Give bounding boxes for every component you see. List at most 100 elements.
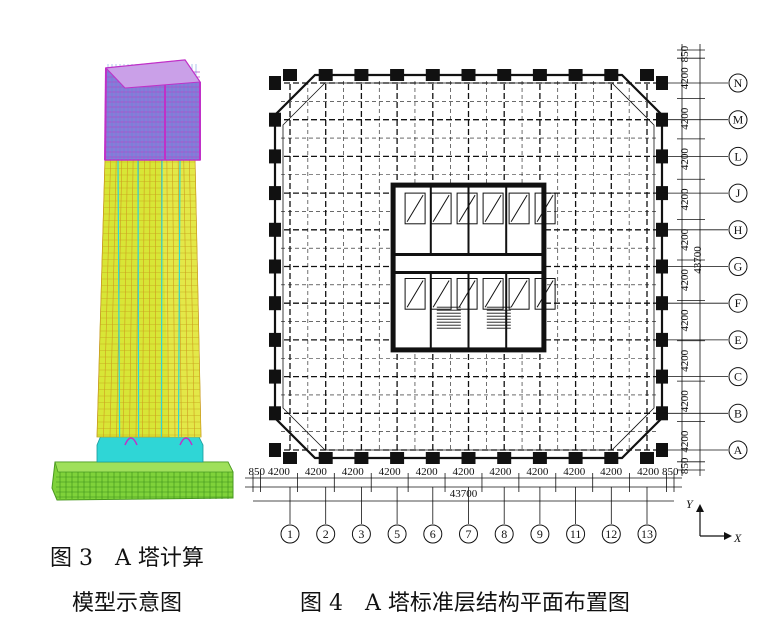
bottom-dim-11: 4200 <box>637 466 660 478</box>
column-axis-label-12: 12 <box>605 527 617 541</box>
column-axis-bubble-1 <box>280 524 300 544</box>
column-bottom-9 <box>604 452 619 464</box>
bottom-dim-4: 4200 <box>379 466 402 478</box>
row-axis-label-E: E <box>734 333 741 347</box>
row-axis-bubble-H <box>728 220 748 240</box>
right-dim-2: 4200 <box>679 107 691 130</box>
right-dim-9: 4200 <box>679 390 691 413</box>
column-left-4 <box>269 222 281 237</box>
column-left-5 <box>269 259 281 274</box>
column-bottom-6 <box>497 452 512 464</box>
bottom-dim-6: 4200 <box>453 466 476 478</box>
column-left-1 <box>269 112 281 127</box>
bottom-total-dim: 43700 <box>450 488 478 500</box>
column-axis-label-3: 3 <box>358 527 364 541</box>
column-top-6 <box>497 69 512 81</box>
column-axis-bubble-9 <box>530 524 550 544</box>
column-left-9 <box>269 406 281 421</box>
row-axis-bubble-E <box>728 330 748 350</box>
column-bottom-1 <box>318 452 333 464</box>
column-top-9 <box>604 69 619 81</box>
column-axis-label-11: 11 <box>570 527 582 541</box>
right-dim-1: 4200 <box>679 67 691 90</box>
column-axis-bubble-2 <box>316 524 336 544</box>
right-total-dim: 43700 <box>692 246 704 274</box>
column-bottom-8 <box>568 452 583 464</box>
column-axis-bubble-8 <box>494 524 514 544</box>
coordinate-axes-symbol: XY <box>686 497 742 545</box>
row-axis-label-N: N <box>734 76 743 90</box>
slab-inner-edge <box>282 82 655 451</box>
column-axis-label-6: 6 <box>430 527 436 541</box>
column-left-10 <box>269 443 281 457</box>
right-dim-5: 4200 <box>679 228 691 251</box>
column-axis-bubble-11 <box>566 524 586 544</box>
row-axis-bubble-N <box>728 73 748 93</box>
column-top-3 <box>390 69 405 81</box>
row-axis-bubble-G <box>728 257 748 276</box>
column-left-7 <box>269 332 281 347</box>
column-bottom-0 <box>283 452 297 464</box>
column-bottom-10 <box>640 452 654 464</box>
column-bottom-2 <box>354 452 369 464</box>
column-left-2 <box>269 149 281 164</box>
column-axis-bubble-13 <box>637 524 657 544</box>
column-top-7 <box>532 69 547 81</box>
bottom-dim-7: 4200 <box>489 466 512 478</box>
tower-roof <box>104 59 201 89</box>
column-axis-bubble-3 <box>351 524 371 544</box>
axis-y-label: Y <box>686 497 694 511</box>
row-axis-label-M: M <box>733 113 744 127</box>
column-bottom-7 <box>532 452 547 464</box>
bottom-dim-9: 4200 <box>563 466 586 478</box>
column-axis-label-7: 7 <box>466 527 472 541</box>
column-left-6 <box>269 296 281 311</box>
bottom-dim-3: 4200 <box>342 466 365 478</box>
plan-columns <box>269 69 668 464</box>
column-bottom-4 <box>425 452 440 464</box>
column-axis-bubble-5 <box>387 524 407 544</box>
column-top-10 <box>640 69 654 81</box>
column-axis-bubble-12 <box>601 524 621 544</box>
column-axis-label-5: 5 <box>394 527 400 541</box>
column-axis-label-8: 8 <box>501 527 507 541</box>
column-bottom-5 <box>461 452 476 464</box>
column-axis-label-13: 13 <box>641 527 653 541</box>
column-top-8 <box>568 69 583 81</box>
bottom-dim-12: 850 <box>662 466 679 478</box>
bottom-dim-5: 4200 <box>416 466 439 478</box>
figure4-caption: 图 4 A 塔标准层结构平面布置图 <box>300 591 630 616</box>
bottom-dim-8: 4200 <box>526 466 549 478</box>
row-axis-bubble-L <box>728 146 748 166</box>
slab-edge <box>273 73 664 460</box>
column-bottom-3 <box>390 452 405 464</box>
row-axis-label-A: A <box>734 443 743 457</box>
axis-x-label: X <box>733 531 742 545</box>
column-top-1 <box>318 69 333 81</box>
column-axis-label-1: 1 <box>287 527 293 541</box>
column-axis-label-9: 9 <box>537 527 543 541</box>
right-dim-10: 4200 <box>679 430 691 453</box>
right-dim-4: 4200 <box>679 188 691 211</box>
row-axis-label-J: J <box>736 186 741 200</box>
row-axis-label-C: C <box>734 370 742 384</box>
bottom-dim-1: 4200 <box>268 466 291 478</box>
row-axis-bubble-M <box>728 110 748 130</box>
row-axis-bubble-B <box>728 403 748 423</box>
column-top-4 <box>425 69 440 81</box>
column-left-8 <box>269 369 281 384</box>
plan-core-walls <box>390 182 556 353</box>
column-axis-bubble-6 <box>423 524 443 544</box>
row-axis-label-B: B <box>734 406 742 420</box>
right-dim-11: 850 <box>679 457 691 474</box>
figure3-caption-line1: 图 3 A 塔计算 <box>50 546 204 571</box>
column-top-0 <box>283 69 297 81</box>
right-dim-6: 4200 <box>679 269 691 292</box>
row-axis-bubble-C <box>728 367 748 387</box>
right-dim-0: 850 <box>679 45 691 62</box>
bottom-dim-2: 4200 <box>305 466 328 478</box>
